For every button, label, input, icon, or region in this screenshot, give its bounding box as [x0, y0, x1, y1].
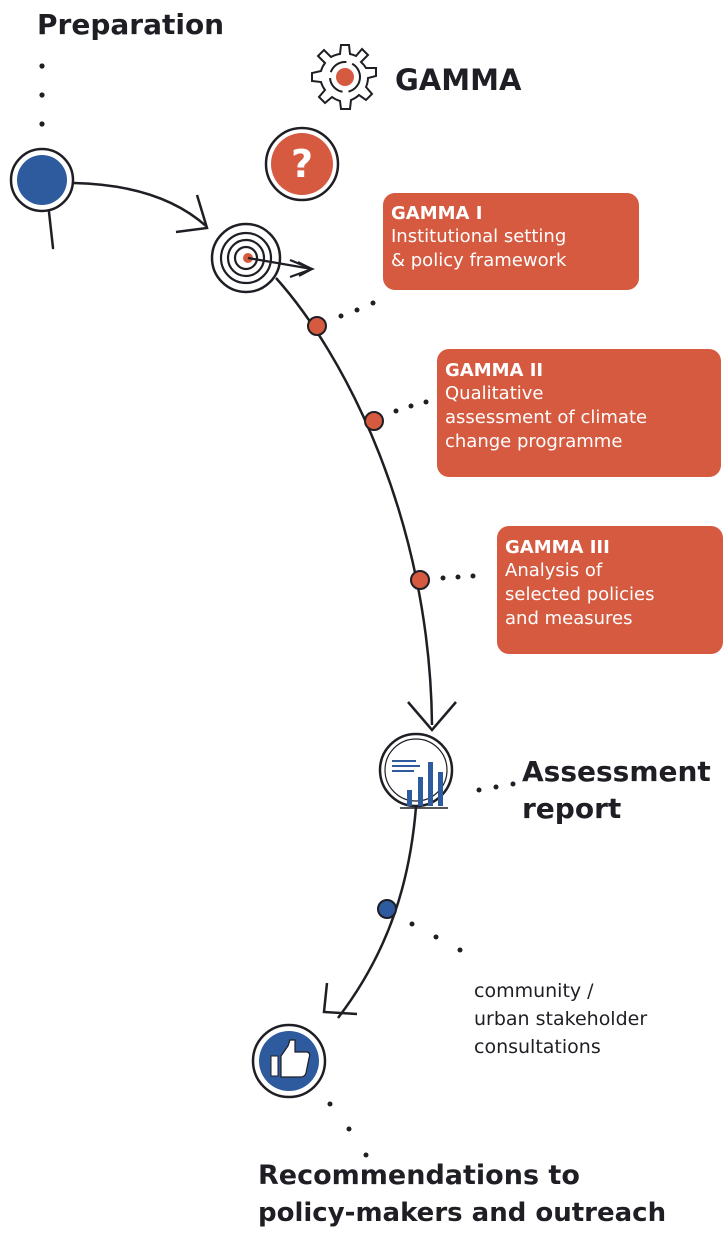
preparation-label: Preparation	[37, 8, 225, 41]
gamma-connector-dots	[338, 300, 476, 581]
gamma-ii-line: Qualitative	[445, 383, 544, 404]
recommendations-label-line2: policy-makers and outreach	[258, 1198, 667, 1228]
gamma-ii-box: GAMMA II Qualitative assessment of clima…	[437, 349, 721, 477]
gamma-i-line: Institutional setting	[391, 226, 567, 247]
assessment-label-line1: Assessment	[522, 755, 711, 788]
question-mark-glyph: ?	[290, 142, 314, 186]
lower-path-curve	[337, 806, 418, 1019]
consultation-node	[377, 899, 397, 919]
magnifier-icon	[9, 147, 75, 250]
gamma-iii-node	[410, 570, 430, 590]
community-label-line1: community /	[474, 980, 594, 1002]
recommendations-label-line1: Recommendations to	[258, 1160, 580, 1191]
gamma-iii-line: selected policies	[505, 584, 655, 605]
arrowhead-to-target	[175, 194, 209, 234]
community-label-line2: urban stakeholder	[474, 1008, 648, 1030]
main-path-curve	[275, 277, 434, 726]
gamma-title: GAMMA	[395, 63, 522, 97]
gamma-ii-title: GAMMA II	[445, 360, 544, 381]
gamma-i-line: & policy framework	[391, 250, 567, 271]
gamma-iii-box: GAMMA III Analysis of selected policies …	[497, 526, 723, 654]
recommendations-connector-dots	[327, 1101, 369, 1158]
arrowhead-to-report	[407, 701, 457, 732]
arrowhead-to-recommendations	[322, 982, 358, 1016]
path-arc-preparation-to-target	[73, 181, 207, 227]
gear-icon	[311, 44, 377, 110]
assessment-label-line2: report	[522, 792, 622, 825]
gamma-iii-title: GAMMA III	[505, 537, 610, 558]
consultation-connector-dots	[409, 921, 463, 953]
gamma-ii-line: change programme	[445, 431, 623, 452]
community-label-line3: consultations	[474, 1036, 601, 1058]
gamma-ii-node	[364, 411, 384, 431]
gamma-i-title: GAMMA I	[391, 203, 483, 224]
thumbs-up-icon	[251, 1023, 327, 1099]
report-chart-icon	[378, 732, 454, 809]
gamma-iii-line: Analysis of	[505, 560, 603, 581]
gamma-iii-line: and measures	[505, 608, 633, 629]
gamma-i-node	[307, 316, 327, 336]
gamma-i-box: GAMMA I Institutional setting & policy f…	[383, 193, 639, 290]
preparation-dots	[39, 63, 45, 127]
target-icon	[210, 222, 316, 294]
report-connector-dots	[476, 781, 516, 793]
gamma-ii-line: assessment of climate	[445, 407, 648, 428]
question-icon	[264, 126, 340, 202]
